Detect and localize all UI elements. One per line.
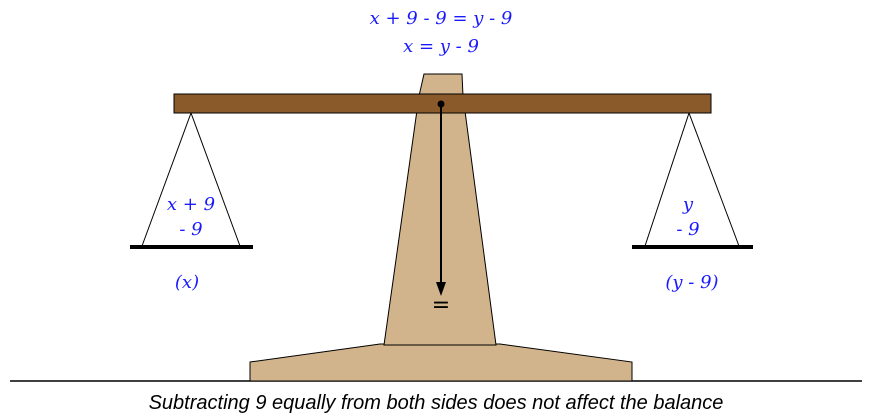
right-pan-result: (y - 9) — [665, 272, 718, 293]
pivot-point — [438, 101, 445, 108]
right-pan: y - 9 (y - 9) — [632, 113, 753, 293]
right-pan-label-line1: y — [682, 194, 694, 215]
left-pan-label-line1: x + 9 — [167, 194, 215, 215]
left-pan-result: (x) — [175, 272, 199, 293]
right-pan-label-line2: - 9 — [676, 219, 699, 240]
left-pan-label-line2: - 9 — [179, 219, 202, 240]
left-pan: x + 9 - 9 (x) — [130, 113, 253, 293]
balance-indicator: = — [432, 293, 450, 318]
equation-line1: x + 9 - 9 = y - 9 — [370, 8, 513, 29]
scale-base — [250, 344, 632, 381]
equation-line2: x = y - 9 — [403, 36, 479, 57]
figure-caption: Subtracting 9 equally from both sides do… — [149, 392, 724, 414]
